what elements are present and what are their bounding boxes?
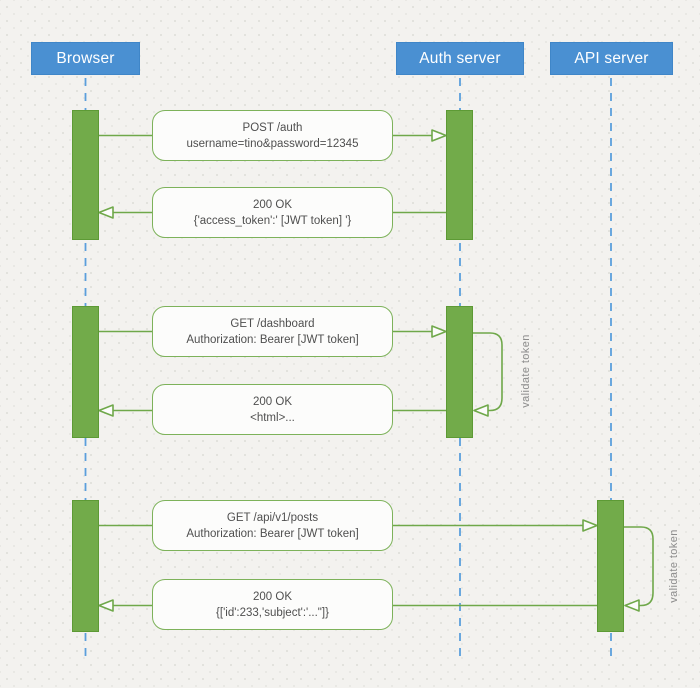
arrowhead-left-icon — [98, 404, 114, 417]
self-loop-api — [624, 526, 654, 607]
arrowhead-loop-auth-icon — [473, 404, 489, 417]
actor-api-server-label: API server — [574, 49, 649, 67]
arrowhead-left-icon — [98, 599, 114, 612]
actor-browser: Browser — [31, 42, 140, 75]
message-line2: Authorization: Bearer [JWT token] — [186, 527, 359, 540]
message-post-auth: POST /auth username=tino&password=12345 — [152, 110, 393, 161]
actor-auth-server: Auth server — [396, 42, 524, 75]
self-loop-label-api: validate token — [668, 529, 680, 603]
actor-api-server: API server — [550, 42, 673, 75]
self-loop-label-auth: validate token — [520, 334, 532, 408]
arrowhead-right-icon — [431, 129, 447, 142]
message-line2: {['id':233,'subject':'..."]} — [216, 606, 329, 619]
message-line1: 200 OK — [253, 198, 292, 211]
activation-browser-3 — [72, 500, 99, 632]
message-line1: 200 OK — [253, 590, 292, 603]
message-line1: 200 OK — [253, 395, 292, 408]
activation-browser-2 — [72, 306, 99, 438]
message-line1: POST /auth — [242, 121, 303, 134]
arrowhead-right-icon — [582, 519, 598, 532]
arrowheads — [98, 129, 640, 612]
message-posts-response: 200 OK {['id':233,'subject':'..."]} — [152, 579, 393, 630]
message-line2: {'access_token':' [JWT token] '} — [193, 214, 352, 227]
actor-browser-label: Browser — [56, 49, 115, 67]
message-get-dashboard: GET /dashboard Authorization: Bearer [JW… — [152, 306, 393, 357]
message-dashboard-response: 200 OK <html>... — [152, 384, 393, 435]
message-get-posts: GET /api/v1/posts Authorization: Bearer … — [152, 500, 393, 551]
activation-auth-1 — [446, 110, 473, 240]
actor-auth-server-label: Auth server — [419, 49, 501, 67]
message-auth-response: 200 OK {'access_token':' [JWT token] '} — [152, 187, 393, 238]
message-line1: GET /dashboard — [230, 317, 315, 330]
message-line2: <html>... — [250, 411, 295, 424]
activation-api-1 — [597, 500, 624, 632]
self-loops — [473, 332, 654, 607]
arrowhead-left-icon — [98, 206, 114, 219]
message-line2: username=tino&password=12345 — [186, 137, 359, 150]
arrowhead-right-icon — [431, 325, 447, 338]
arrowhead-loop-api-icon — [624, 599, 640, 612]
activation-auth-2 — [446, 306, 473, 438]
message-line2: Authorization: Bearer [JWT token] — [186, 333, 359, 346]
self-loop-auth — [473, 332, 503, 412]
message-line1: GET /api/v1/posts — [226, 511, 319, 524]
activation-browser-1 — [72, 110, 99, 240]
